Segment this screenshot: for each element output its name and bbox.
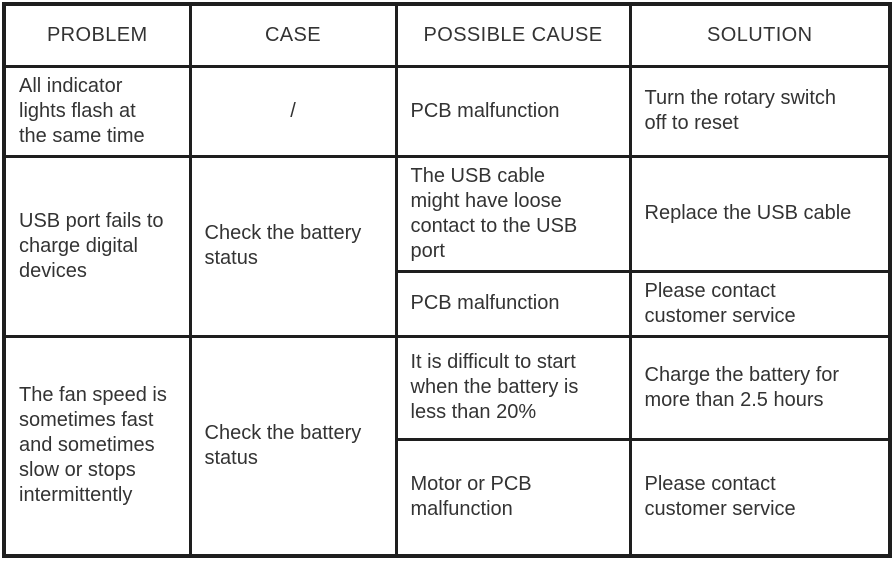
case-cell: Check the battery status: [188, 334, 398, 558]
problem-cell: The fan speed is sometimes fast and some…: [2, 334, 192, 558]
solution-cell: Charge the battery for more than 2.5 hou…: [628, 334, 892, 441]
problem-cell: USB port fails to charge digital devices: [2, 154, 192, 338]
troubleshooting-table: PROBLEM CASE POSSIBLE CAUSE SOLUTION All…: [2, 2, 892, 558]
header-row: PROBLEM CASE POSSIBLE CAUSE SOLUTION: [2, 2, 892, 68]
cause-cell: The USB cable might have loose contact t…: [394, 154, 632, 273]
col-header-problem: PROBLEM: [2, 2, 192, 68]
table-row: USB port fails to charge digital devices…: [2, 154, 892, 338]
cause-cell: It is difficult to start when the batter…: [394, 334, 632, 441]
col-header-possible-cause: POSSIBLE CAUSE: [394, 2, 632, 68]
case-cell: Check the battery status: [188, 154, 398, 338]
solution-cell: Turn the rotary switch off to reset: [628, 64, 892, 158]
table-row: All indicator lights flash at the same t…: [2, 64, 892, 158]
case-cell: /: [188, 64, 398, 158]
col-header-solution: SOLUTION: [628, 2, 892, 68]
solution-cell: Replace the USB cable: [628, 154, 892, 273]
solution-cell: Please contact customer service: [628, 269, 892, 338]
cause-cell: Motor or PCB malfunction: [394, 437, 632, 558]
cause-cell: PCB malfunction: [394, 269, 632, 338]
table-row: PCB malfunction Please contact customer …: [4, 269, 892, 338]
table-row: Motor or PCB malfunction Please contact …: [4, 437, 892, 558]
col-header-case: CASE: [188, 2, 398, 68]
table-row: The fan speed is sometimes fast and some…: [2, 334, 892, 558]
cause-cell: PCB malfunction: [394, 64, 632, 158]
solution-cell: Please contact customer service: [628, 437, 892, 558]
problem-cell: All indicator lights flash at the same t…: [2, 64, 192, 158]
